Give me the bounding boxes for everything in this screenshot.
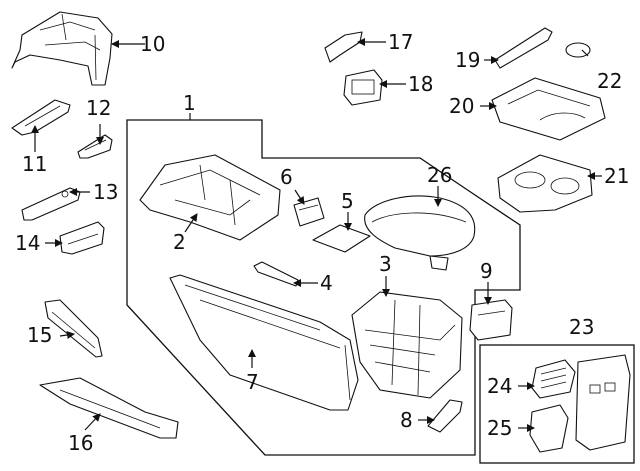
part-16-panel [39,377,179,439]
part-19-strip [494,27,553,69]
callout-1: 1 [183,91,196,115]
callout-13: 13 [93,180,118,204]
part-9-module [469,299,513,341]
part-10-bracket [11,11,113,86]
callout-26: 26 [427,163,452,187]
callout-11: 11 [22,152,47,176]
callout-17: 17 [388,30,413,54]
assembly-1-frame [126,119,521,456]
part-25-pocket [529,404,569,453]
part-5-mat [312,224,371,253]
callout-8: 8 [400,408,413,432]
callout-20: 20 [449,94,474,118]
callout-24: 24 [487,374,512,398]
callout-6: 6 [280,165,293,189]
callout-labels: 1 2 3 4 5 6 7 8 9 10 11 12 13 14 15 16 1… [15,30,629,455]
callout-21: 21 [604,164,629,188]
callout-16: 16 [68,431,93,455]
part-8-clip [427,399,463,433]
callout-22: 22 [597,69,622,93]
part-15-trim [44,299,103,358]
part-26-armrest [364,195,476,271]
callout-3: 3 [379,252,392,276]
part-23-rear-panel [575,354,631,451]
part-4-trim-strip [253,261,299,287]
part-11-bracket [11,99,71,136]
leader-lines [31,38,602,432]
part-7-console-panel [169,274,359,411]
part-2-base-frame [139,154,281,241]
part-14-bracket [59,221,105,255]
callout-23: 23 [569,315,594,339]
part-12-bracket [77,134,113,159]
callout-14: 14 [15,231,40,255]
part-21-cupholder [497,154,593,213]
part-18-switch [343,69,383,106]
callout-7: 7 [246,370,259,394]
part-6-plate [293,197,325,227]
callout-4: 4 [320,271,333,295]
callout-10: 10 [140,32,165,56]
assembly-23-frame [479,344,635,464]
callout-2: 2 [173,230,186,254]
part-17-trim [324,31,363,63]
part-22-cap [565,42,591,58]
part-13-bracket [21,187,81,221]
callout-9: 9 [480,259,493,283]
part-3-console-body [351,291,463,399]
callout-5: 5 [341,189,354,213]
part-24-vent [531,359,576,399]
callout-25: 25 [487,416,512,440]
callout-19: 19 [455,48,480,72]
callout-18: 18 [408,72,433,96]
callout-15: 15 [27,323,52,347]
part-20-tray [491,77,606,141]
callout-12: 12 [86,96,111,120]
